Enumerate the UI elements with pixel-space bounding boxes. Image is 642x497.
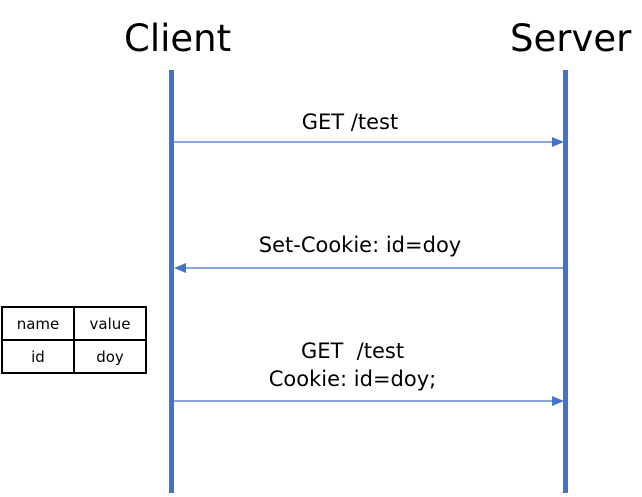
- cookie-table: name value id doy: [1, 306, 147, 374]
- message-label-cookie-line2: Cookie: id=doy;: [268, 367, 437, 391]
- cookie-table-header-row: name value: [1, 306, 147, 341]
- arrowhead-get-cookie: [552, 396, 564, 406]
- cookie-table-header-value: value: [73, 306, 147, 341]
- cookie-table-cell-value: doy: [73, 339, 147, 374]
- client-actor-label: Client: [124, 17, 232, 60]
- cookie-table-cell-name: id: [1, 339, 75, 374]
- message-label-get-test: GET /test: [301, 110, 399, 134]
- server-lifeline: [563, 70, 568, 493]
- message-label-get-line1: GET /test: [300, 339, 405, 363]
- arrowhead-get-test: [552, 137, 564, 147]
- arrowhead-set-cookie: [174, 263, 186, 273]
- cookie-table-row: id doy: [1, 339, 147, 374]
- message-label-set-cookie: Set-Cookie: id=doy: [258, 233, 462, 257]
- client-lifeline: [169, 70, 174, 493]
- cookie-table-header-name: name: [1, 306, 75, 341]
- server-actor-label: Server: [510, 17, 632, 60]
